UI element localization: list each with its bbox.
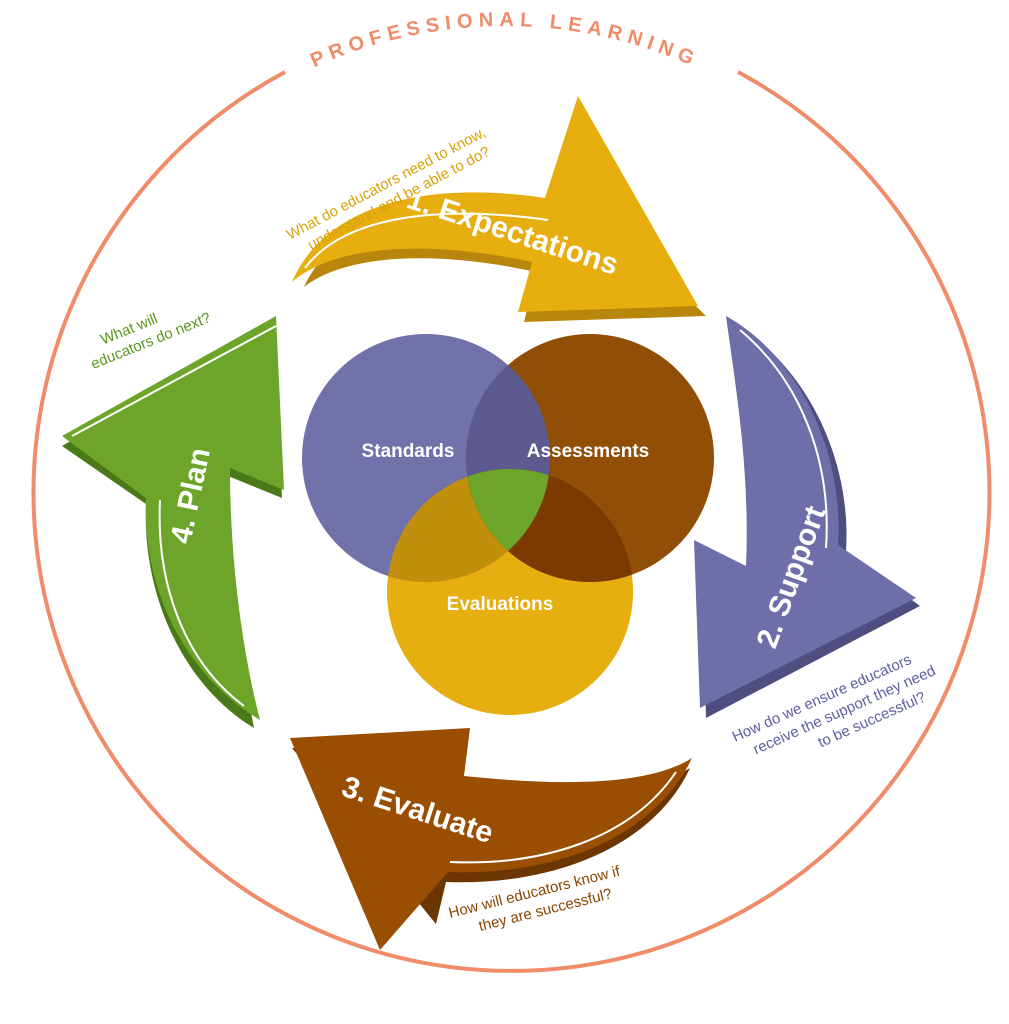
venn-label-evaluations: Evaluations: [447, 594, 554, 615]
venn-diagram: Standards Assessments Evaluations: [302, 334, 714, 715]
arrow-expectations: [292, 96, 706, 322]
arrow-evaluate: [290, 728, 692, 950]
arrow-support: [694, 316, 920, 718]
diagram-title: PROFESSIONAL LEARNING: [307, 9, 702, 72]
venn-label-assessments: Assessments: [527, 441, 650, 462]
arrow-plan: [62, 316, 284, 728]
outer-ring: [31, 70, 992, 973]
venn-label-standards: Standards: [362, 441, 455, 462]
question-plan: What will educators do next?: [89, 309, 214, 373]
